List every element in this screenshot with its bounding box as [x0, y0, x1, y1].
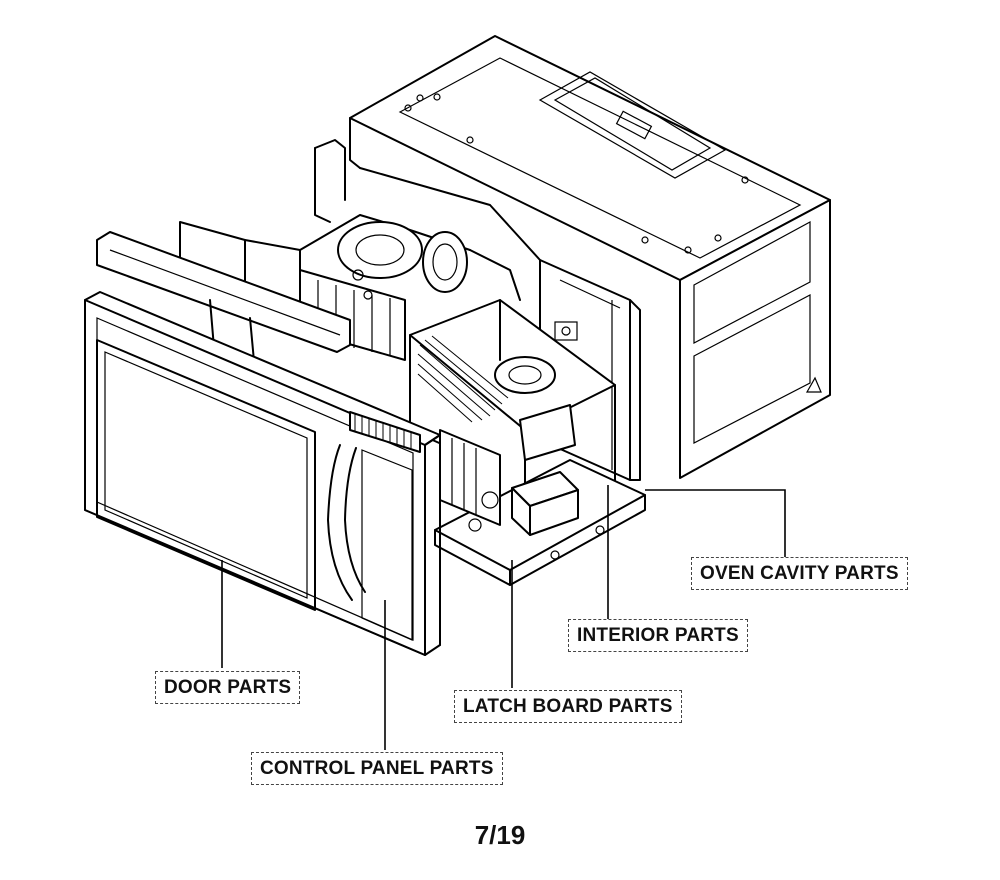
outer-case [349, 35, 831, 479]
oven-cavity-leader [645, 489, 786, 560]
interior-parts-callout[interactable]: INTERIOR PARTS [568, 619, 748, 652]
door [84, 291, 441, 656]
base-tray [434, 429, 646, 586]
control-panel-parts-callout[interactable]: CONTROL PANEL PARTS [251, 752, 503, 785]
page-number: 7/19 [474, 820, 526, 850]
door-parts-callout[interactable]: DOOR PARTS [155, 671, 301, 704]
door-frame-top [96, 231, 351, 373]
leader-lines [221, 485, 786, 750]
latch-board-parts-callout[interactable]: LATCH BOARD PARTS [454, 690, 682, 723]
interior-parts-box [409, 299, 616, 521]
oven-cavity-parts-callout[interactable]: OVEN CAVITY PARTS [691, 557, 908, 590]
